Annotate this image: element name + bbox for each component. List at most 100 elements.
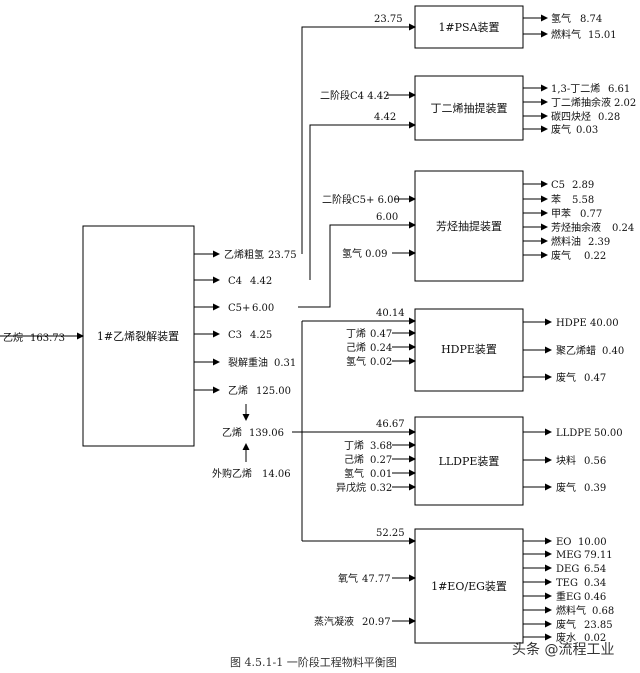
- prod-name-2: C5+: [228, 303, 250, 314]
- ar-out-name-0: C5: [551, 180, 565, 191]
- prod-name-4: 裂解重油: [228, 356, 268, 369]
- eoeg-in-value-0: 47.77: [362, 574, 391, 585]
- prod-value-4: 0.31: [274, 358, 296, 369]
- lldpe-in-name-1: 己烯: [344, 453, 364, 466]
- lldpe-in-name-0: 丁烯: [344, 439, 364, 452]
- butadiene-feed-value: 4.42: [374, 112, 396, 123]
- ar-out-value-3: 0.24: [612, 223, 634, 234]
- eoeg-label: 1#EO/EG装置: [431, 580, 507, 593]
- bd-out-value-0: 6.61: [608, 84, 630, 95]
- bd-out-value-3: 0.03: [576, 125, 598, 136]
- prod-name-0: 乙烯粗氢: [224, 248, 264, 261]
- eoeg-out-value-0: 10.00: [578, 537, 607, 548]
- psa-out-name-1: 燃料气: [551, 28, 581, 41]
- hdpe-in-value-2: 0.02: [370, 357, 392, 368]
- ethylene-header-value: 139.06: [249, 428, 284, 439]
- hdpe-out-name-1: 聚乙烯蜡: [556, 344, 596, 357]
- eoeg-out-name-4: 重EG: [556, 590, 581, 603]
- prod-value-0: 23.75: [268, 250, 297, 261]
- hdpe-in-name-0: 丁烯: [346, 327, 366, 340]
- psa-feed-value: 23.75: [374, 14, 403, 25]
- lldpe-feed-value: 46.67: [376, 419, 405, 430]
- hdpe-in-value-0: 0.47: [370, 329, 392, 340]
- watermark: 头条 @流程工业: [512, 641, 614, 658]
- hdpe-in-value-1: 0.24: [370, 343, 392, 354]
- eoeg-box: [414, 528, 524, 644]
- line-to-aromatics: [298, 221, 416, 308]
- prod-name-1: C4: [228, 276, 242, 287]
- hdpe-feed-value: 40.14: [376, 308, 405, 319]
- aromatics-phase2-label: 二阶段C5+ 6.00: [322, 193, 400, 206]
- eoeg-out-name-5: 燃料气: [556, 604, 586, 617]
- lldpe-in-name-2: 氢气: [344, 467, 364, 480]
- eoeg-out-value-2: 6.54: [584, 564, 606, 575]
- ar-out-name-3: 芳烃抽余液: [551, 221, 601, 234]
- line-to-butadiene: [309, 121, 416, 280]
- ar-out-value-1: 5.58: [572, 195, 594, 206]
- lldpe-out-value-0: 50.00: [594, 428, 623, 439]
- prod-name-5: 乙烯: [228, 384, 248, 397]
- bd-out-name-1: 丁二烯抽余液: [551, 96, 611, 109]
- lldpe-in-value-2: 0.01: [370, 469, 392, 480]
- eoeg-out-name-0: EO: [556, 537, 572, 548]
- bd-out-name-3: 废气: [551, 123, 571, 136]
- butadiene-label: 丁二烯抽提装置: [431, 101, 508, 115]
- aromatics-label: 芳烃抽提装置: [436, 219, 502, 233]
- bd-out-value-2: 0.28: [598, 112, 620, 123]
- hdpe-in-name-2: 氢气: [346, 355, 366, 368]
- lldpe-out-name-1: 块料: [556, 454, 576, 467]
- hdpe-out-value-0: 40.00: [590, 318, 619, 329]
- eoeg-out-value-6: 23.85: [584, 620, 613, 631]
- line-to-psa: [301, 23, 416, 254]
- ar-out-value-4: 2.39: [588, 237, 610, 248]
- eoeg-out-value-5: 0.68: [592, 606, 614, 617]
- lldpe-out-value-2: 0.39: [584, 483, 606, 494]
- eoeg-out-name-3: TEG: [556, 578, 578, 589]
- lldpe-out-name-0: LLDPE: [556, 428, 591, 439]
- hdpe-label: HDPE装置: [441, 343, 497, 356]
- lldpe-out-value-1: 0.56: [584, 456, 606, 467]
- psa-out-value-1: 15.01: [588, 30, 617, 41]
- prod-value-3: 4.25: [250, 330, 272, 341]
- eoeg-out-value-4: 0.46: [584, 592, 606, 603]
- ar-out-value-5: 0.22: [584, 251, 606, 262]
- lldpe-in-name-3: 异戊烷: [336, 481, 366, 494]
- external-ethylene-value: 14.06: [262, 469, 291, 480]
- bd-out-name-2: 碳四炔烃: [551, 110, 591, 123]
- eoeg-in-name-1: 蒸汽凝液: [314, 615, 354, 628]
- lldpe-in-value-1: 0.27: [370, 455, 392, 466]
- external-ethylene-name: 外购乙烯: [212, 467, 252, 480]
- ar-out-name-1: 苯: [551, 193, 561, 206]
- eoeg-out-value-3: 0.34: [584, 578, 606, 589]
- hdpe-out-name-2: 废气: [556, 371, 576, 384]
- lldpe-in-value-3: 0.32: [370, 483, 392, 494]
- butadiene-box: [414, 75, 524, 141]
- bd-out-name-0: 1,3-丁二烯: [551, 82, 600, 95]
- ar-out-value-0: 2.89: [572, 180, 594, 191]
- lldpe-label: LLDPE装置: [439, 455, 500, 468]
- butadiene-phase2-label: 二阶段C4 4.42: [320, 89, 389, 102]
- ar-out-value-2: 0.77: [580, 209, 602, 220]
- hdpe-in-name-1: 己烯: [346, 341, 366, 354]
- cracker-label: 1#乙烯裂解装置: [97, 329, 179, 343]
- eoeg-out-value-1: 79.11: [584, 550, 613, 561]
- ar-out-name-5: 废气: [551, 249, 571, 262]
- feed-name: 乙烷: [3, 331, 23, 344]
- prod-value-2: 6.00: [252, 303, 274, 314]
- eoeg-out-name-6: 废气: [556, 618, 576, 631]
- eoeg-in-name-0: 氧气: [338, 572, 358, 585]
- bd-out-value-1: 2.02: [614, 98, 636, 109]
- aromatics-feed-value: 6.00: [376, 212, 398, 223]
- feed-value: 163.73: [30, 333, 65, 344]
- ar-out-name-4: 燃料油: [551, 235, 581, 248]
- ethylene-header-name: 乙烯: [222, 426, 242, 439]
- psa-out-value-0: 8.74: [580, 14, 602, 25]
- prod-value-1: 4.42: [250, 276, 272, 287]
- psa-out-name-0: 氢气: [551, 12, 571, 25]
- eoeg-in-value-1: 20.97: [362, 617, 391, 628]
- aromatics-h2-label: 氢气 0.09: [342, 247, 387, 260]
- eoeg-out-name-7: 废水: [556, 631, 576, 644]
- hdpe-out-name-0: HDPE: [556, 318, 587, 329]
- prod-name-3: C3: [228, 330, 242, 341]
